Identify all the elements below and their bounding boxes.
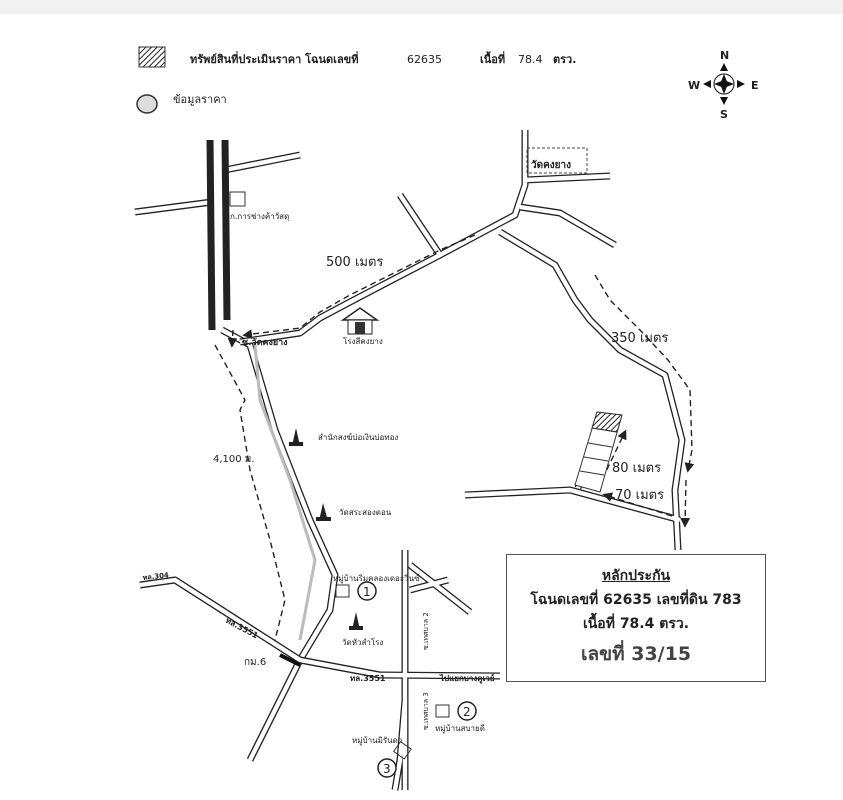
village-icon (335, 584, 350, 598)
collateral-address-number: เลขที่ 33/15 (580, 643, 692, 665)
land-plots (574, 411, 623, 493)
soi-2-label: ซ.เทศบาล 2 (422, 612, 430, 650)
price-marker-1: 1 (357, 581, 377, 601)
svg-text:W: W (688, 79, 700, 92)
svg-text:N: N (720, 49, 729, 62)
price-marker-3: 3 (377, 758, 397, 778)
legend-price-data-label: ข้อมูลราคา (173, 93, 227, 106)
svg-text:E: E (751, 79, 759, 92)
route-dashed-lines (214, 147, 695, 641)
svg-text:1: 1 (363, 585, 371, 599)
soi-3-label: ซ.เทศบาล 3 (422, 692, 430, 730)
rubber-factory-icon (340, 307, 380, 335)
legend-subject-label: ทรัพย์สินที่ประเมินราคา โฉนดเลขที่ (190, 51, 358, 66)
subject-property-legend-swatch (138, 46, 166, 68)
temple-icon (316, 503, 331, 521)
distance-4100-label: 4,100 ม. (213, 454, 255, 465)
village-2-label: หมู่บ้านสบายดี (435, 724, 485, 734)
price-data-legend-circle (136, 94, 158, 114)
wat-khong-yang-label: วัดคงยาง (531, 159, 571, 171)
distance-80-label: 80 เมตร (612, 461, 661, 476)
collateral-title: หลักประกัน (601, 568, 671, 584)
distance-70-label: 70 เมตร (615, 488, 664, 503)
highway-3551-label: ทล.3551 (350, 674, 386, 683)
distance-350-label: 350 เมตร (611, 331, 668, 346)
temple-icon (289, 428, 303, 446)
road-network (134, 130, 686, 791)
svg-text:3: 3 (383, 762, 391, 776)
village-1-label: หมู่บ้านริมคลองเดอะวินซ์ (333, 573, 420, 584)
legend-deed-no: 62635 (407, 53, 442, 66)
legend-area-unit: ตรว. (553, 53, 576, 66)
legend-area-label: เนื้อที่ (480, 51, 505, 66)
village-icon (435, 704, 450, 718)
destination-label: ไปแยกบางคูเวย์ (439, 673, 495, 684)
temple-1-label: สำนักสงฆ์บ่อเงินบ่อทอง (318, 432, 398, 442)
km-marker-label: กม.6 (244, 657, 266, 668)
collateral-deed-line: โฉนดเลขที่ 62635 เลขที่ดิน 783 (530, 592, 742, 608)
temple-icon (349, 612, 363, 630)
temple-3-label: วัดหัวสำโรง (342, 637, 383, 647)
highway-304-label: ทล.304 (142, 571, 169, 582)
compass-rose-icon: N S W E (688, 49, 759, 121)
village-3-label: หมู่บ้านมิรันดา (352, 736, 402, 746)
collateral-area-line: เนื้อที่ 78.4 ตรว. (582, 616, 690, 632)
shop-label: ก.การช่างค้าวัสดุ (230, 212, 289, 221)
village-icon (392, 740, 412, 760)
svg-text:2: 2 (463, 705, 471, 719)
svg-text:S: S (720, 108, 728, 121)
price-marker-2: 2 (457, 701, 477, 721)
top-bar (0, 0, 843, 14)
shop-building-icon (229, 191, 246, 207)
collateral-info-box: หลักประกัน โฉนดเลขที่ 62635 เลขที่ดิน 78… (506, 554, 766, 682)
soi-wat-khong-yang-label: ซ.วัดคงยาง (242, 337, 288, 348)
rubber-factory-label: โรงสีคงยาง (343, 336, 383, 346)
distance-500-label: 500 เมตร (326, 255, 383, 270)
legend-area-value: 78.4 (518, 53, 543, 66)
temple-2-label: วัดสระสองตอน (339, 508, 392, 517)
